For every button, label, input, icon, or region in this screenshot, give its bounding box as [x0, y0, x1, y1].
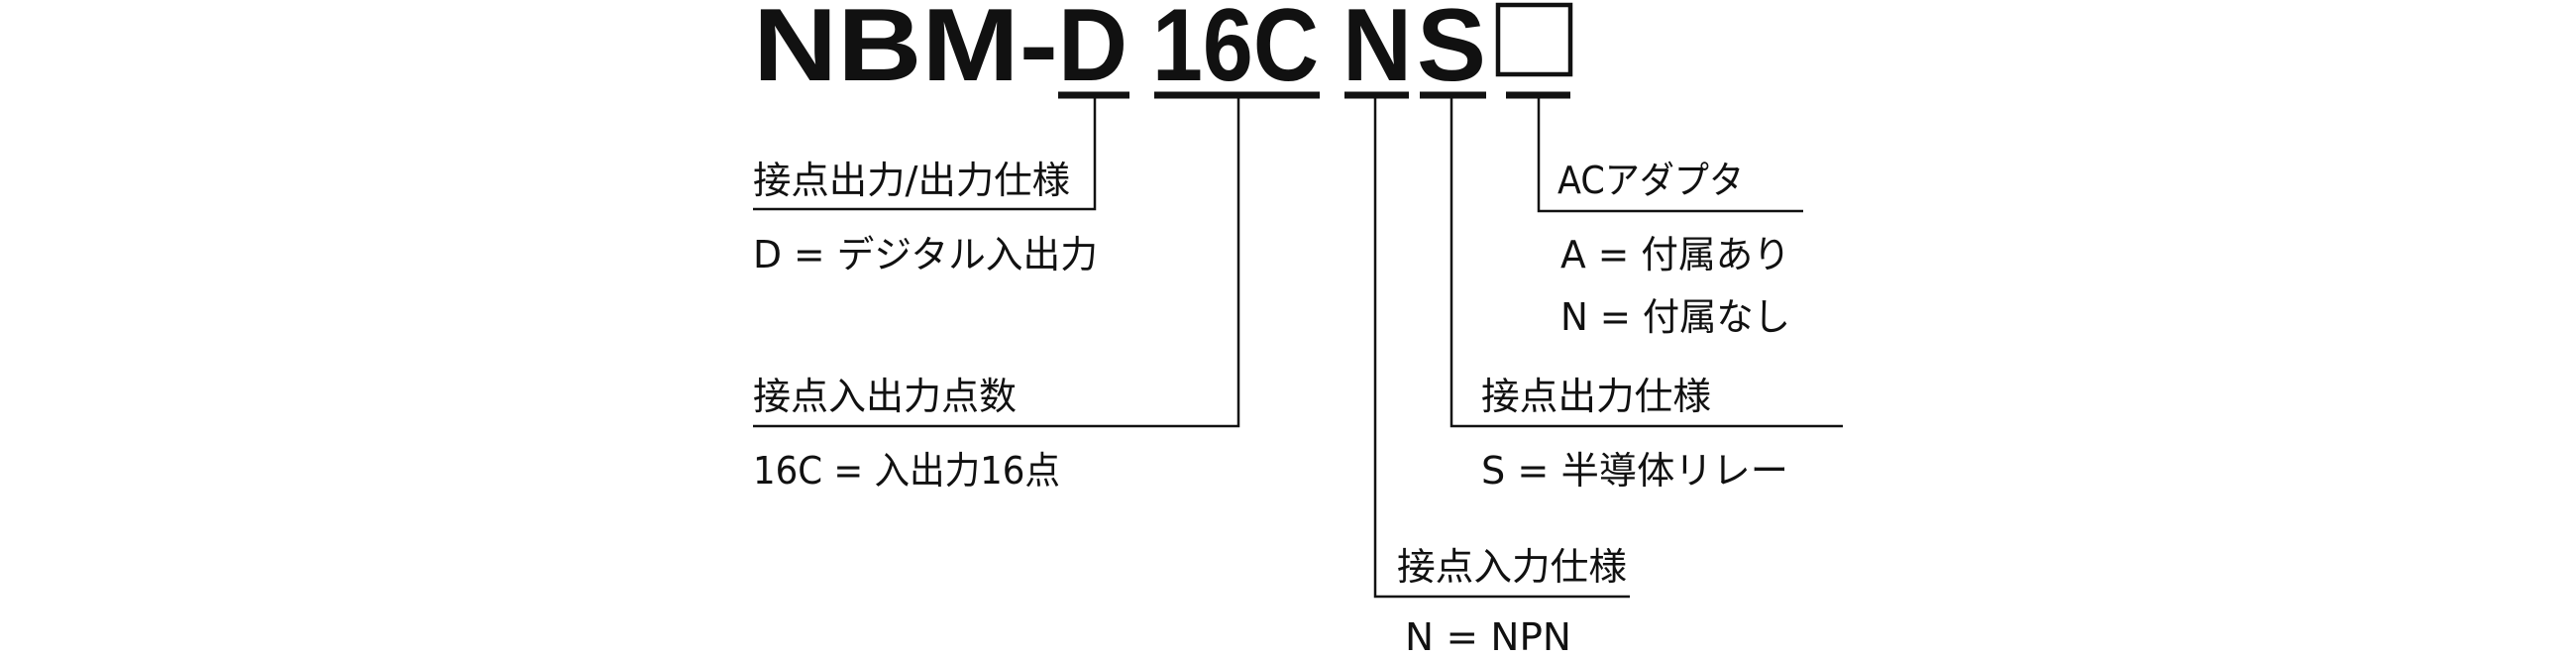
- leader-ac-adapter: [1537, 96, 1803, 213]
- group-io-points: 接点入出力点数 16C = 入出力16点: [753, 375, 1060, 493]
- leader-lines: [753, 96, 1843, 599]
- group-io-spec: 接点出力/出力仕様 D = デジタル入出力: [753, 159, 1098, 276]
- output-spec-title: 接点出力仕様: [1481, 375, 1711, 418]
- leader-output-spec: [1449, 96, 1843, 428]
- ac-adapter-option-n: N = 付属なし: [1560, 295, 1790, 339]
- model-code-d: D: [1058, 0, 1127, 103]
- model-code-s: S: [1417, 0, 1486, 103]
- input-spec-option: N = NPN: [1405, 615, 1571, 658]
- group-ac-adapter: ACアダプタ A = 付属あり N = 付属なし: [1557, 159, 1790, 339]
- model-code-n: N: [1342, 0, 1412, 103]
- leader-io-spec: [753, 96, 1097, 211]
- model-code-16c: 16C: [1152, 0, 1319, 103]
- io-points-option: 16C = 入出力16点: [753, 449, 1060, 493]
- io-spec-title: 接点出力/出力仕様: [753, 159, 1070, 202]
- ac-adapter-title: ACアダプタ: [1557, 159, 1744, 202]
- ac-adapter-option-a: A = 付属あり: [1560, 233, 1790, 276]
- output-spec-option: S = 半導体リレー: [1481, 449, 1788, 493]
- io-points-title: 接点入出力点数: [753, 375, 1017, 418]
- model-placeholder-box: [1495, 2, 1573, 77]
- leader-io-points: [753, 96, 1240, 428]
- model-prefix: NBM-: [753, 0, 1058, 103]
- group-output-spec: 接点出力仕様 S = 半導体リレー: [1481, 375, 1788, 493]
- model-code: NBM- D 16C N S: [753, 0, 1573, 103]
- io-spec-option: D = デジタル入出力: [753, 233, 1098, 276]
- leader-input-spec: [1373, 96, 1630, 599]
- group-input-spec: 接点入力仕様 N = NPN: [1397, 545, 1627, 658]
- input-spec-title: 接点入力仕様: [1397, 545, 1627, 589]
